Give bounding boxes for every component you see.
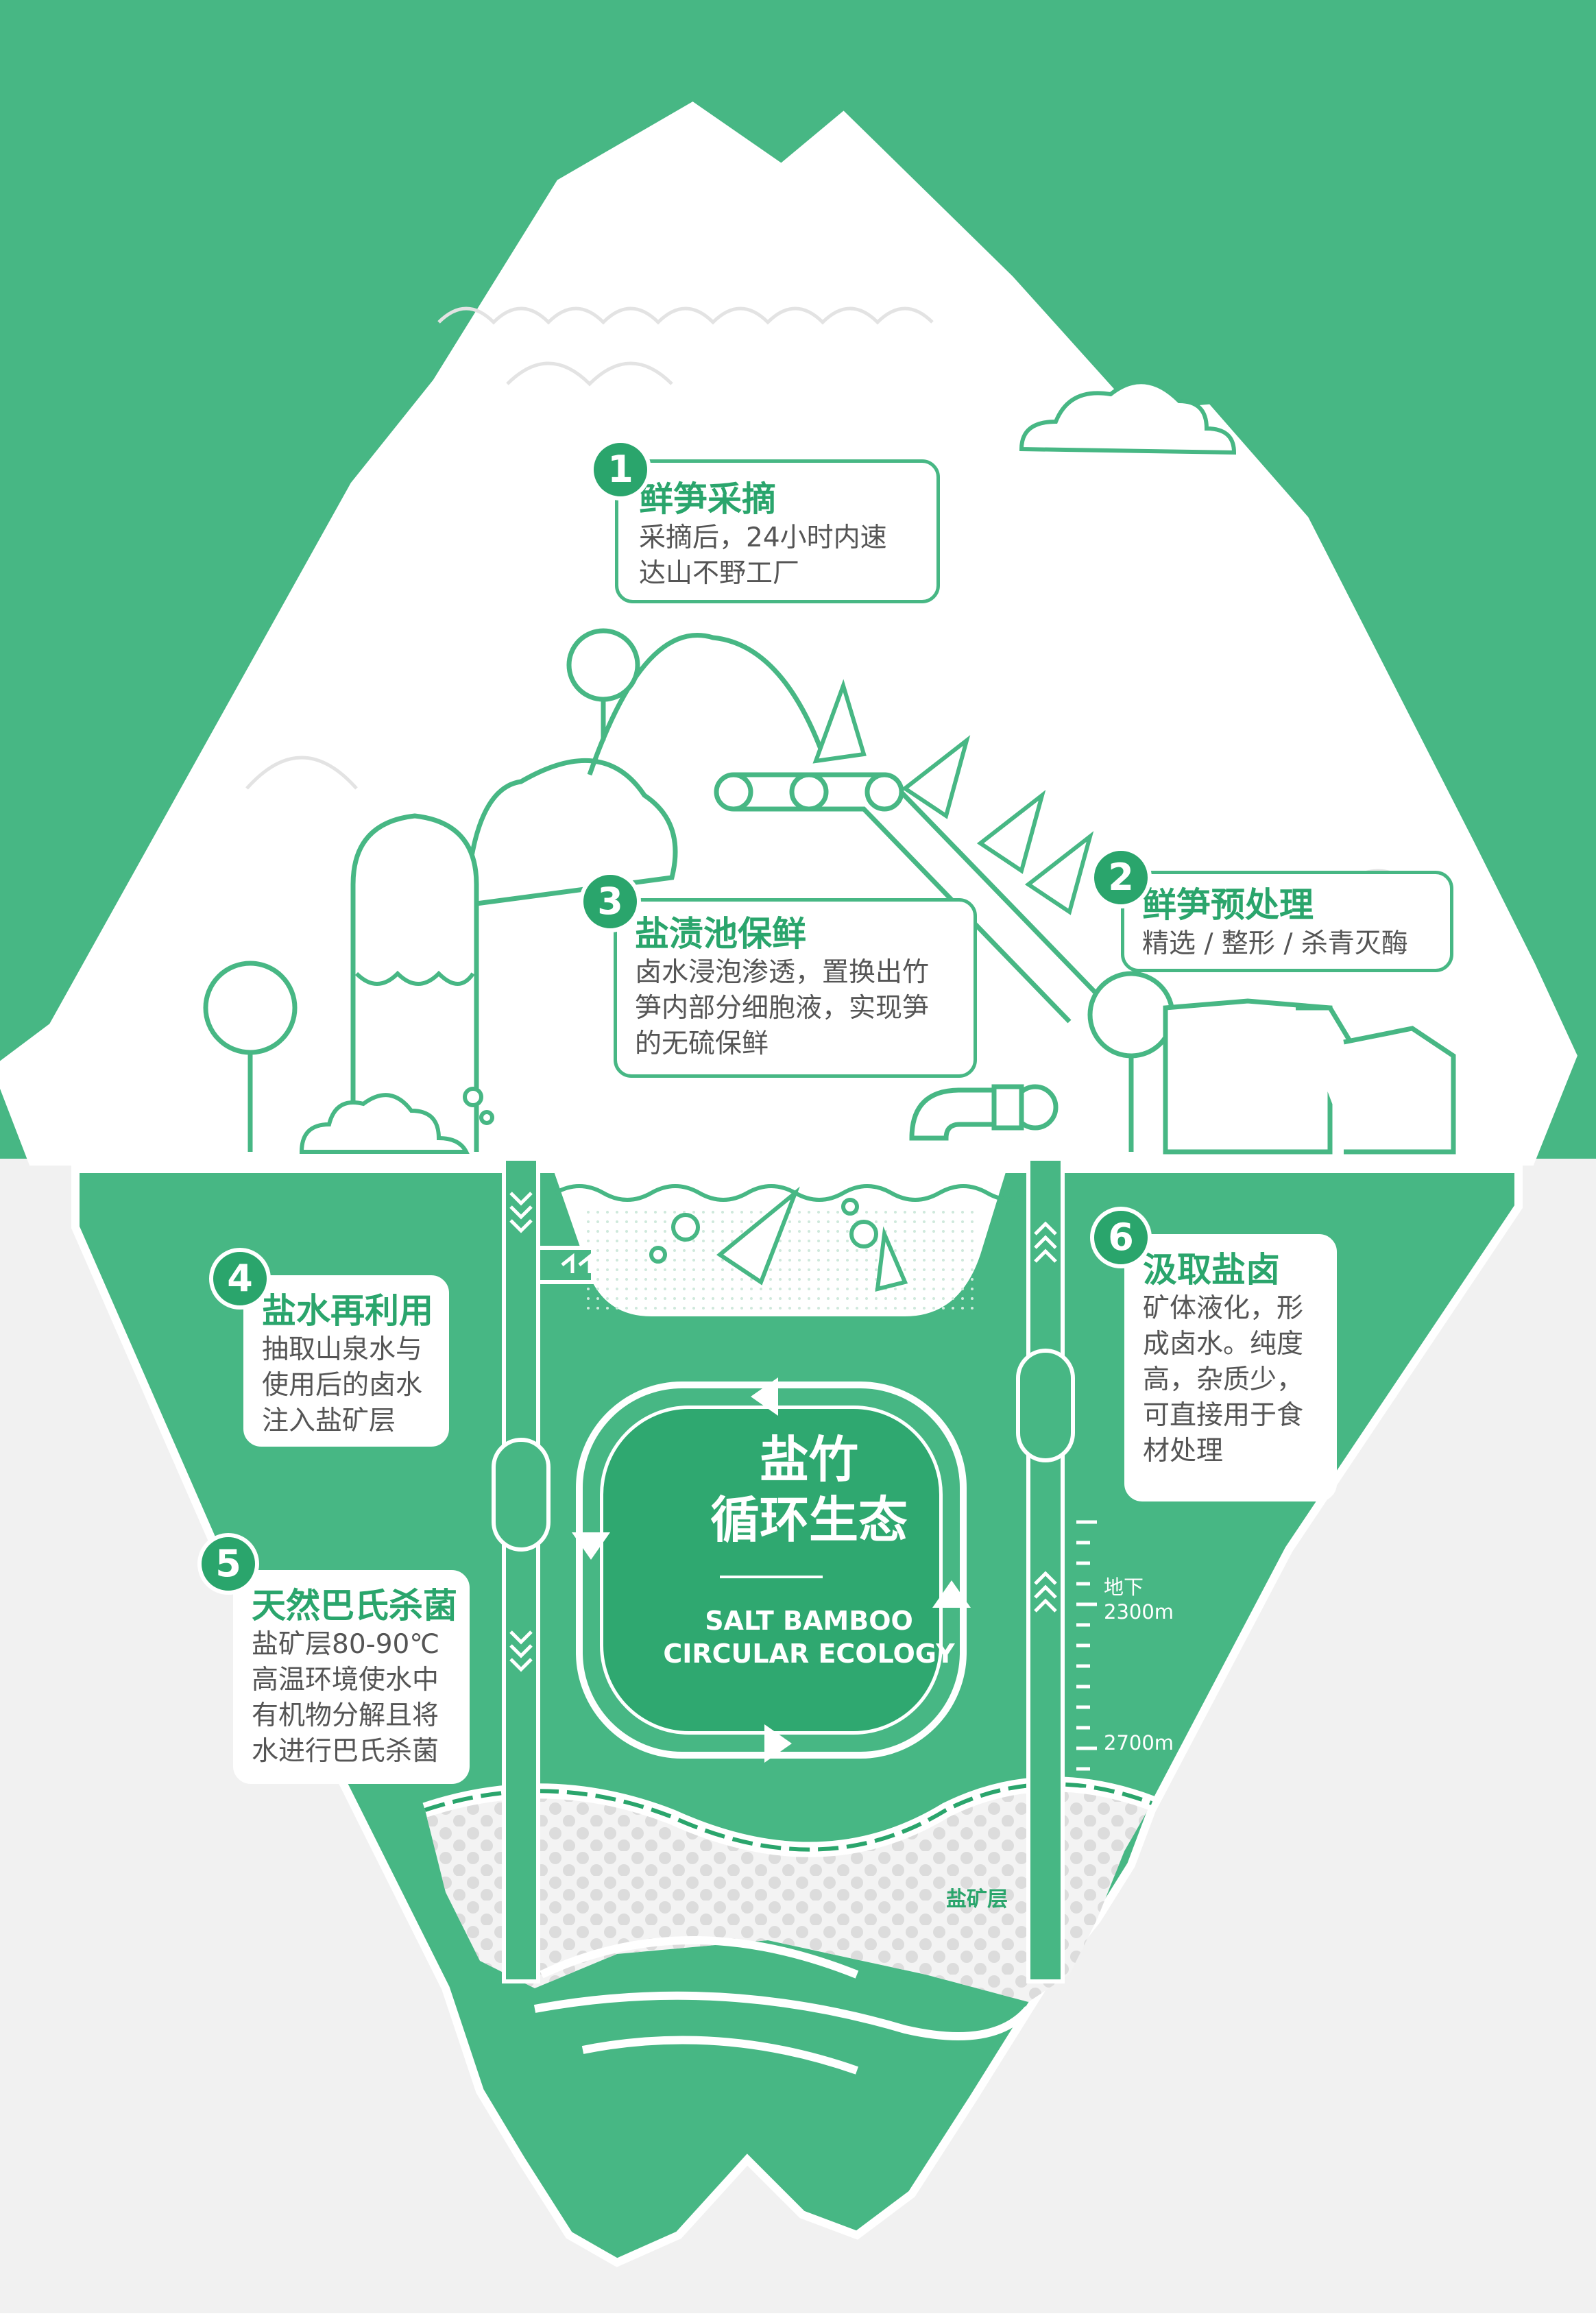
salt-ore-label: 盐矿层 — [946, 1887, 1008, 1911]
step-5-body: 盐矿层80-90℃ 高温环境使水中 有机物分解且将 水进行巴氏杀菌 — [252, 1629, 440, 1767]
callout-step-1: 鲜笋采摘 采摘后，24小时内速 达山不野工厂 — [615, 459, 940, 603]
step-6-body: 矿体液化，形 成卤水。纯度 高，杂质少， 可直接用于食 材处理 — [1143, 1293, 1304, 1467]
callout-step-3: 盐渍池保鲜 卤水浸泡渗透，置换出竹 笋内部分细胞液，实现笋 的无硫保鲜 — [614, 898, 977, 1078]
step-1-body: 采摘后，24小时内速 达山不野工厂 — [639, 522, 887, 589]
depth-2700-label: 2700m — [1104, 1731, 1174, 1754]
cycle-center — [603, 1409, 939, 1731]
cloud-right — [1019, 380, 1237, 455]
pipe-valve — [909, 1084, 1059, 1141]
center-title: 盐竹 循环生态 — [710, 1431, 908, 1549]
step-4-title: 盐水再利用 — [262, 1291, 433, 1331]
step-2-title: 鲜笋预处理 — [1142, 885, 1314, 925]
depth-underground-label: 地下 — [1104, 1576, 1144, 1599]
step-5-title: 天然巴氏杀菌 — [252, 1586, 457, 1626]
silo-pattern — [354, 970, 475, 986]
depth-ruler — [1076, 1520, 1097, 1792]
factory — [1163, 998, 1456, 1155]
step-6-number: 6 — [1090, 1207, 1152, 1268]
callout-step-4: 盐水再利用 抽取山泉水与 使用后的卤水 注入盐矿层 — [243, 1275, 449, 1447]
step-1-number: 1 — [590, 439, 651, 500]
hill-left — [463, 758, 678, 908]
step-2-body: 精选 / 整形 / 杀青灭酶 — [1142, 928, 1408, 959]
pipe-arrows — [509, 1192, 1057, 1672]
bamboo-shoots — [812, 679, 1094, 915]
depth-2300-label: 2300m — [1104, 1600, 1174, 1624]
step-4-body: 抽取山泉水与 使用后的卤水 注入盐矿层 — [262, 1334, 423, 1436]
step-2-number: 2 — [1090, 847, 1152, 908]
ore-edge-pattern — [424, 1782, 1153, 1852]
arch-path — [587, 633, 825, 776]
callout-step-6: 汲取盐卤 矿体液化，形 成卤水。纯度 高，杂质少， 可直接用于食 材处理 — [1124, 1234, 1337, 1501]
center-subtitle: SALT BAMBOO CIRCULAR ECOLOGY — [663, 1606, 955, 1669]
cycle-arrows — [572, 1377, 971, 1763]
pipes — [492, 1157, 1075, 1983]
foam — [299, 1087, 494, 1154]
underground-water — [533, 1936, 1032, 2075]
callout-step-2: 鲜笋预处理 精选 / 整形 / 杀青灭酶 — [1121, 871, 1453, 972]
step-3-body: 卤水浸泡渗透，置换出竹 笋内部分细胞液，实现笋 的无硫保鲜 — [635, 957, 930, 1059]
conveyor — [714, 772, 1099, 1024]
trees — [203, 628, 1175, 1152]
step-4-number: 4 — [209, 1248, 271, 1310]
step-1-title: 鲜笋采摘 — [639, 479, 776, 519]
step-5-number: 5 — [197, 1533, 259, 1595]
step-3-title: 盐渍池保鲜 — [635, 914, 806, 954]
step-3-number: 3 — [579, 871, 641, 932]
callout-step-5: 天然巴氏杀菌 盐矿层80-90℃ 高温环境使水中 有机物分解且将 水进行巴氏杀菌 — [233, 1570, 470, 1784]
step-6-title: 汲取盐卤 — [1143, 1250, 1280, 1290]
pool-bubbles — [649, 1186, 908, 1292]
